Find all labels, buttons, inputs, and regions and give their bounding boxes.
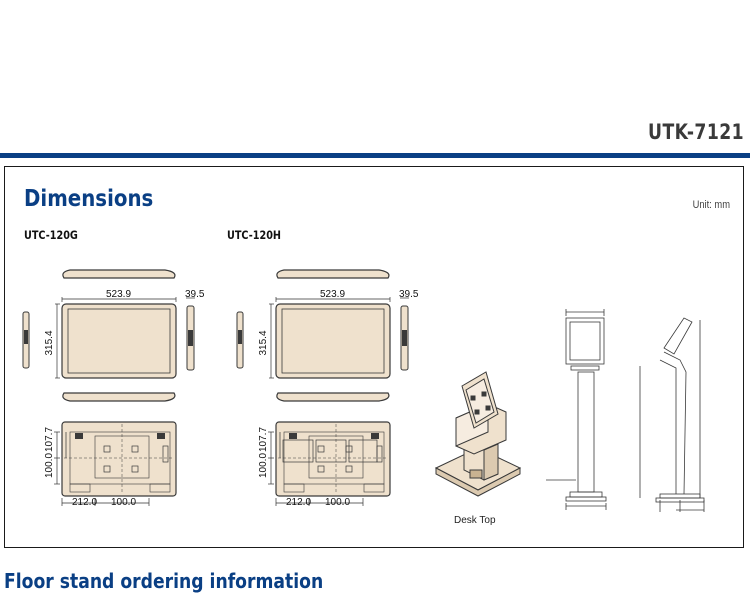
floor-stand-front	[546, 309, 607, 510]
unit-label: Unit: mm	[692, 199, 730, 211]
width-label-h: 523.9	[320, 289, 345, 300]
product-title: UTK-7121	[648, 120, 744, 144]
mount-h1-label-g: 100.0	[44, 453, 55, 478]
model-label-h: UTC-120H	[227, 228, 282, 242]
mount-h2-label-h: 107.7	[258, 427, 269, 452]
mount-w2-label-h: 100.0	[325, 497, 350, 508]
height-label-g: 315.4	[44, 330, 55, 355]
section-title: Dimensions	[24, 186, 154, 212]
width-label-g: 523.9	[106, 289, 131, 300]
mount-h1-label-h: 100.0	[258, 453, 269, 478]
mount-w1-label-g: 212.0	[72, 497, 97, 508]
height-label-h: 315.4	[258, 330, 269, 355]
header-rule	[0, 153, 750, 158]
floor-stand-heading: Floor stand ordering information	[4, 569, 324, 593]
desk-top-caption: Desk Top	[454, 515, 496, 526]
depth-label-h: 39.5	[399, 289, 419, 300]
depth-label-g: 39.5	[185, 289, 205, 300]
dimensions-panel	[4, 166, 744, 548]
mount-w1-label-h: 212.0	[286, 497, 311, 508]
rear-boards-h	[282, 439, 378, 463]
floor-stand-side	[639, 317, 705, 512]
desk-stand-illustration	[434, 371, 522, 497]
model-label-g: UTC-120G	[24, 228, 78, 242]
mount-w2-label-g: 100.0	[111, 497, 136, 508]
mount-h2-label-g: 107.7	[44, 427, 55, 452]
